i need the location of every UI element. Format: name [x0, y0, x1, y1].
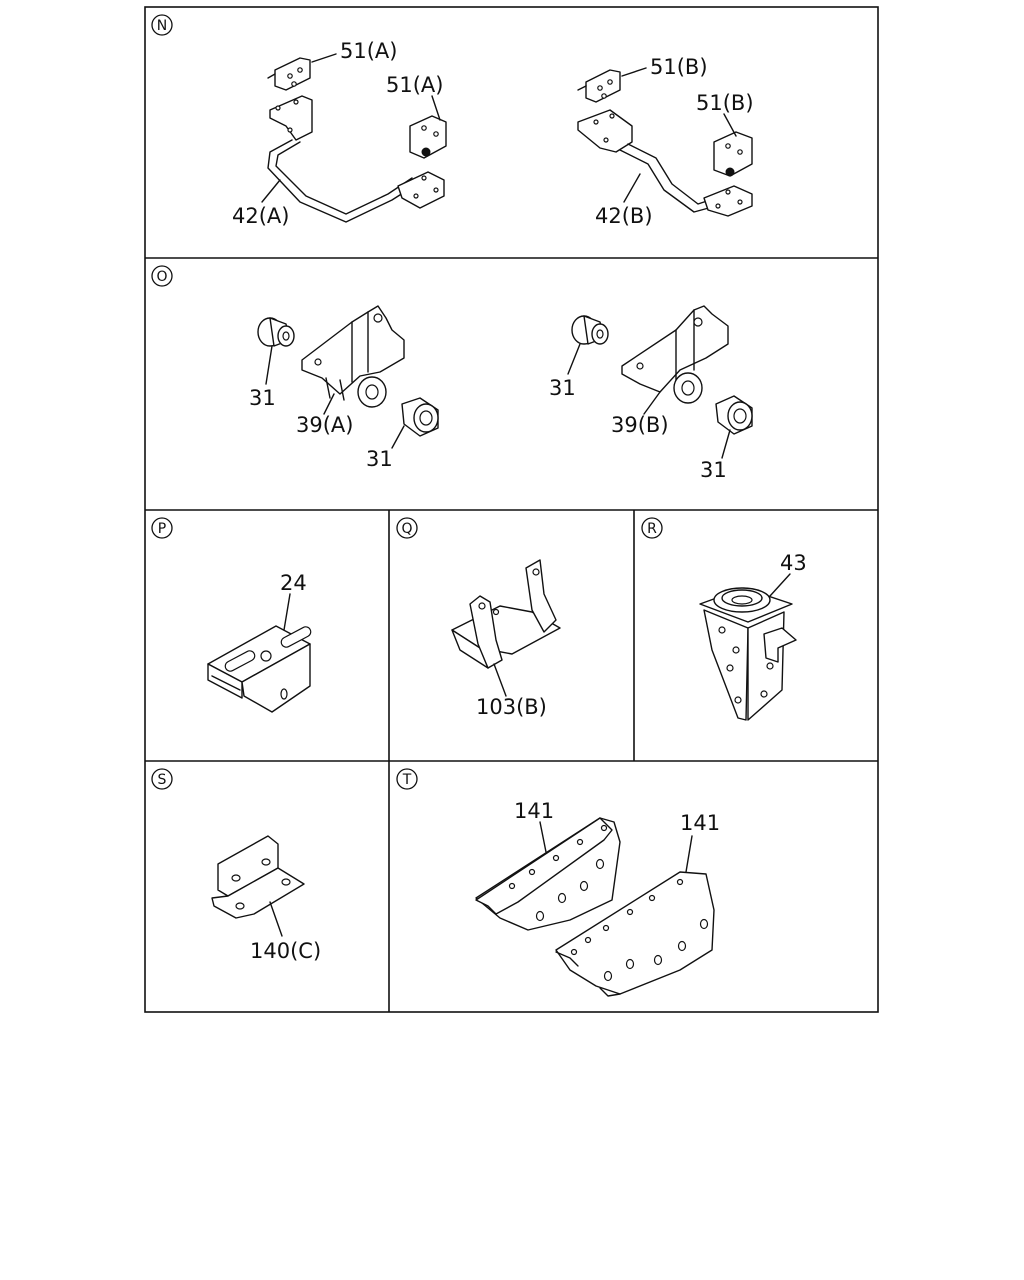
- callout-label: 31: [249, 386, 276, 410]
- section-r: R 43: [641, 517, 807, 721]
- section-marker-s: S: [151, 768, 173, 790]
- part-bushing-31-a1: [257, 317, 295, 347]
- svg-text:T: T: [402, 772, 412, 788]
- callout-label: 141: [680, 811, 720, 835]
- part-bracket-51a-lower: [409, 115, 447, 159]
- callout-label: 51(A): [340, 39, 397, 63]
- part-collar-39b: [673, 372, 703, 404]
- section-marker-q: Q: [396, 517, 418, 539]
- part-bracket-51b-lower: [713, 131, 753, 177]
- callout-label: 51(B): [650, 55, 708, 79]
- svg-text:R: R: [647, 521, 657, 537]
- part-bracket-24: [207, 625, 312, 713]
- callout-label: 51(A): [386, 73, 443, 97]
- leader-line-43: [769, 573, 791, 597]
- callout-label: 24: [280, 571, 307, 595]
- part-bracket-51b-upper: [577, 69, 621, 103]
- callout-label: 31: [700, 458, 727, 482]
- svg-text:Q: Q: [401, 521, 412, 537]
- section-marker-r: R: [641, 517, 663, 539]
- section-marker-t: T: [396, 768, 418, 790]
- part-bushing-31-b2: [715, 395, 753, 435]
- leader-line-140c: [269, 901, 283, 937]
- callout-label: 42(A): [232, 204, 289, 228]
- section-p: P 24: [151, 517, 312, 713]
- section-o: O: [151, 265, 753, 482]
- leader-lines-n: [261, 53, 737, 203]
- part-bushing-31-a2: [401, 397, 439, 437]
- callout-label: 31: [549, 376, 576, 400]
- svg-text:N: N: [157, 18, 167, 34]
- diagram-frame: [144, 6, 879, 1013]
- callout-label: 140(C): [250, 939, 321, 963]
- callout-label: 103(B): [476, 695, 547, 719]
- section-marker-p: P: [151, 517, 173, 539]
- callout-label: 39(A): [296, 413, 353, 437]
- part-crossmember-42b: [577, 109, 753, 217]
- section-s: S 140(C): [151, 768, 321, 963]
- callout-label: 31: [366, 447, 393, 471]
- leader-lines-t: [539, 821, 693, 873]
- part-bracket-140c: [211, 835, 305, 919]
- svg-text:O: O: [156, 269, 167, 285]
- svg-text:P: P: [158, 521, 166, 537]
- section-marker-o: O: [151, 265, 173, 287]
- part-plate-141-upper: [475, 817, 621, 931]
- part-hanger-39a: [301, 305, 405, 401]
- callout-label: 43: [780, 551, 807, 575]
- part-bracket-51a-upper: [267, 57, 311, 91]
- part-crossmember-42a: [267, 95, 445, 223]
- part-bracket-43: [699, 587, 797, 721]
- callout-label: 39(B): [611, 413, 669, 437]
- section-n: N: [151, 14, 754, 228]
- callout-label: 51(B): [696, 91, 754, 115]
- section-q: Q 103(B): [396, 517, 561, 719]
- leader-lines-o: [265, 343, 731, 459]
- callout-label: 42(B): [595, 204, 653, 228]
- part-collar-39a: [357, 376, 387, 408]
- leader-line-103b: [493, 663, 507, 697]
- callout-label: 141: [514, 799, 554, 823]
- svg-text:S: S: [158, 772, 167, 788]
- part-plate-141-lower: [555, 871, 715, 997]
- part-bracket-103b: [451, 559, 561, 669]
- part-hanger-39b: [621, 305, 729, 393]
- leader-line-24: [283, 593, 291, 631]
- part-bushing-31-b1: [571, 315, 609, 345]
- section-marker-n: N: [151, 14, 173, 36]
- section-t: T: [396, 768, 720, 997]
